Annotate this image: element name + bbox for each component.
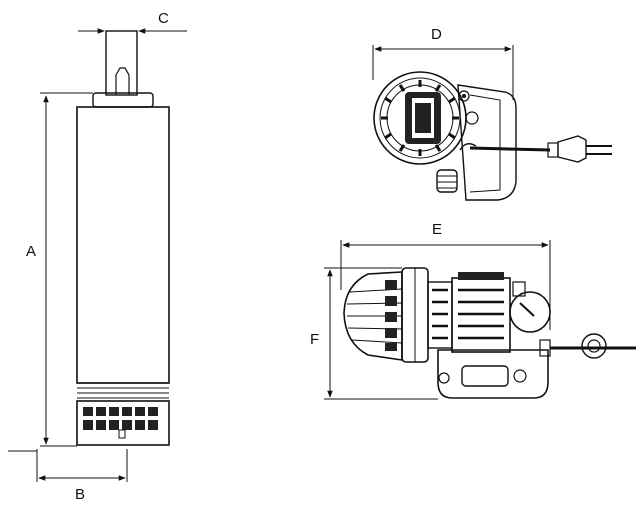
dimension-b: B: [8, 449, 128, 503]
base-unit: [437, 349, 549, 399]
intake-slots: [83, 407, 158, 430]
head-ribs: [381, 80, 459, 156]
outlet-nozzle: [115, 67, 130, 95]
dimension-d: D: [372, 26, 514, 100]
pump-body: [76, 106, 170, 384]
label-e: E: [432, 221, 442, 238]
dimension-e: E: [340, 221, 551, 330]
pump-side-view: [76, 30, 170, 446]
intake-screen: [76, 400, 170, 446]
pump-horizontal-view: [343, 267, 636, 399]
cable-gland: [436, 169, 458, 193]
label-c: C: [158, 10, 169, 27]
outlet-pipe: [105, 30, 138, 96]
power-plug: [547, 135, 612, 163]
dimension-c: C: [78, 10, 187, 34]
horizontal-plug: [581, 333, 607, 359]
power-cord: [469, 146, 551, 152]
pump-top-view: [373, 71, 612, 201]
pressure-gauge: [509, 281, 551, 333]
dimension-a: A: [26, 92, 93, 447]
label-b: B: [75, 486, 85, 503]
label-f: F: [310, 331, 319, 348]
label-d: D: [431, 26, 442, 43]
label-a: A: [26, 243, 36, 260]
impeller-cage: [343, 271, 403, 361]
dimension-f: F: [310, 267, 438, 400]
